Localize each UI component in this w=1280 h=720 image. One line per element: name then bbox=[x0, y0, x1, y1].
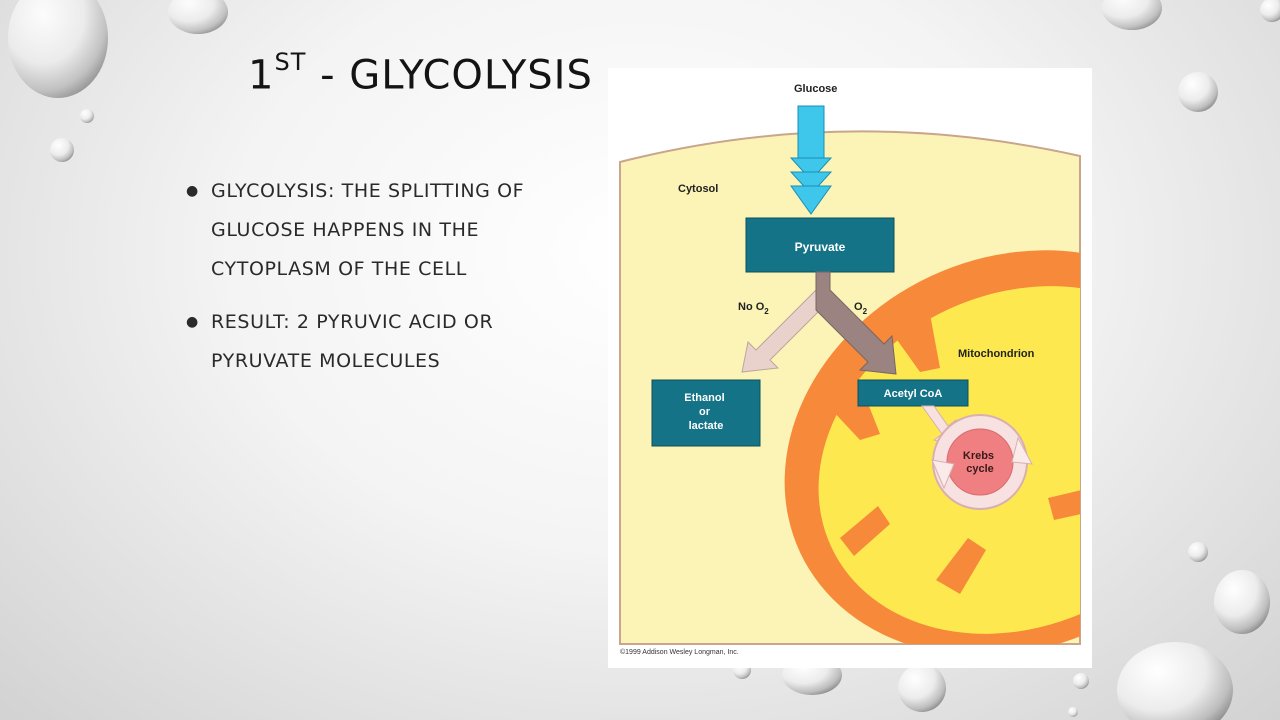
mitochondrion-label: Mitochondrion bbox=[958, 348, 1035, 360]
water-drop-icon bbox=[1188, 542, 1208, 562]
o2-arrow bbox=[815, 271, 897, 375]
krebs-cycle-label: Krebs cycle bbox=[963, 450, 997, 475]
pyruvate-label: Pyruvate bbox=[795, 240, 846, 254]
water-drop-icon bbox=[1178, 72, 1218, 112]
cytosol-label: Cytosol bbox=[678, 183, 718, 195]
water-drop-icon bbox=[1214, 570, 1270, 634]
title-superscript: ST bbox=[274, 48, 307, 76]
bullet-text: Result: 2 pyruvic acid or pyruvate molec… bbox=[211, 311, 494, 372]
bullet-list: ● Glycolysis: the splitting of glucose h… bbox=[186, 172, 576, 395]
water-drop-icon bbox=[80, 109, 94, 123]
o2-label: O2 bbox=[854, 301, 868, 316]
bullet-icon: ● bbox=[186, 314, 199, 330]
bullet-text: Glycolysis: the splitting of glucose hap… bbox=[211, 180, 525, 280]
slide-title: 1ST - GLYCOLYSIS bbox=[248, 48, 593, 99]
glucose-label: Glucose bbox=[794, 83, 837, 95]
krebs-cycle-icon bbox=[931, 414, 1033, 510]
title-text: - GLYCOLYSIS bbox=[306, 52, 593, 99]
bullet-item: ● Glycolysis: the splitting of glucose h… bbox=[186, 172, 576, 289]
water-drop-icon bbox=[50, 138, 74, 162]
water-drop-icon bbox=[168, 0, 228, 34]
bullet-item: ● Result: 2 pyruvic acid or pyruvate mol… bbox=[186, 303, 576, 381]
water-drop-icon bbox=[1260, 0, 1280, 22]
water-drop-icon bbox=[898, 664, 946, 712]
pyruvate-box bbox=[745, 217, 895, 273]
acetyl-coa-box bbox=[857, 379, 969, 407]
water-drop-icon bbox=[1102, 0, 1162, 30]
ethanol-lactate-label: Ethanol or lactate bbox=[684, 392, 727, 432]
copyright-label: ©1999 Addison Wesley Longman, Inc. bbox=[620, 648, 739, 656]
no-o2-label: No O2 bbox=[738, 301, 769, 316]
acetyl-coa-label: Acetyl CoA bbox=[884, 388, 943, 400]
ethanol-lactate-box bbox=[651, 379, 761, 447]
water-drop-icon bbox=[1117, 642, 1233, 720]
cellular-respiration-diagram: Glucose Cytosol Pyruvate No O2 O2 Mitoch… bbox=[608, 68, 1092, 668]
water-drop-icon bbox=[8, 0, 108, 98]
title-number: 1 bbox=[248, 52, 275, 99]
bullet-icon: ● bbox=[186, 183, 199, 199]
water-drop-icon bbox=[1068, 707, 1078, 717]
water-drop-icon bbox=[1073, 673, 1089, 689]
glucose-arrow bbox=[789, 105, 833, 215]
